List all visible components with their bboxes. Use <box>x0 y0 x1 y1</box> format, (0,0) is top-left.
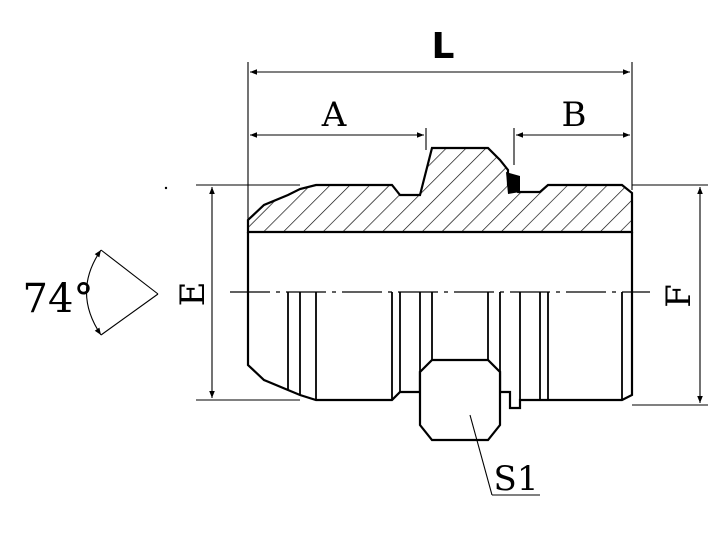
o-ring-notch <box>506 172 520 194</box>
label-angle: 74° <box>23 276 94 322</box>
label-L: L <box>432 26 455 67</box>
angle-arc <box>85 249 102 336</box>
label-E: E <box>173 282 213 307</box>
hex-leader <box>469 414 493 496</box>
label-F: F <box>659 284 699 308</box>
hatched-section <box>246 146 634 234</box>
label-S1: S1 <box>494 459 539 499</box>
label-B: B <box>562 95 587 135</box>
hex-nut <box>418 358 502 442</box>
label-A: A <box>321 95 347 135</box>
